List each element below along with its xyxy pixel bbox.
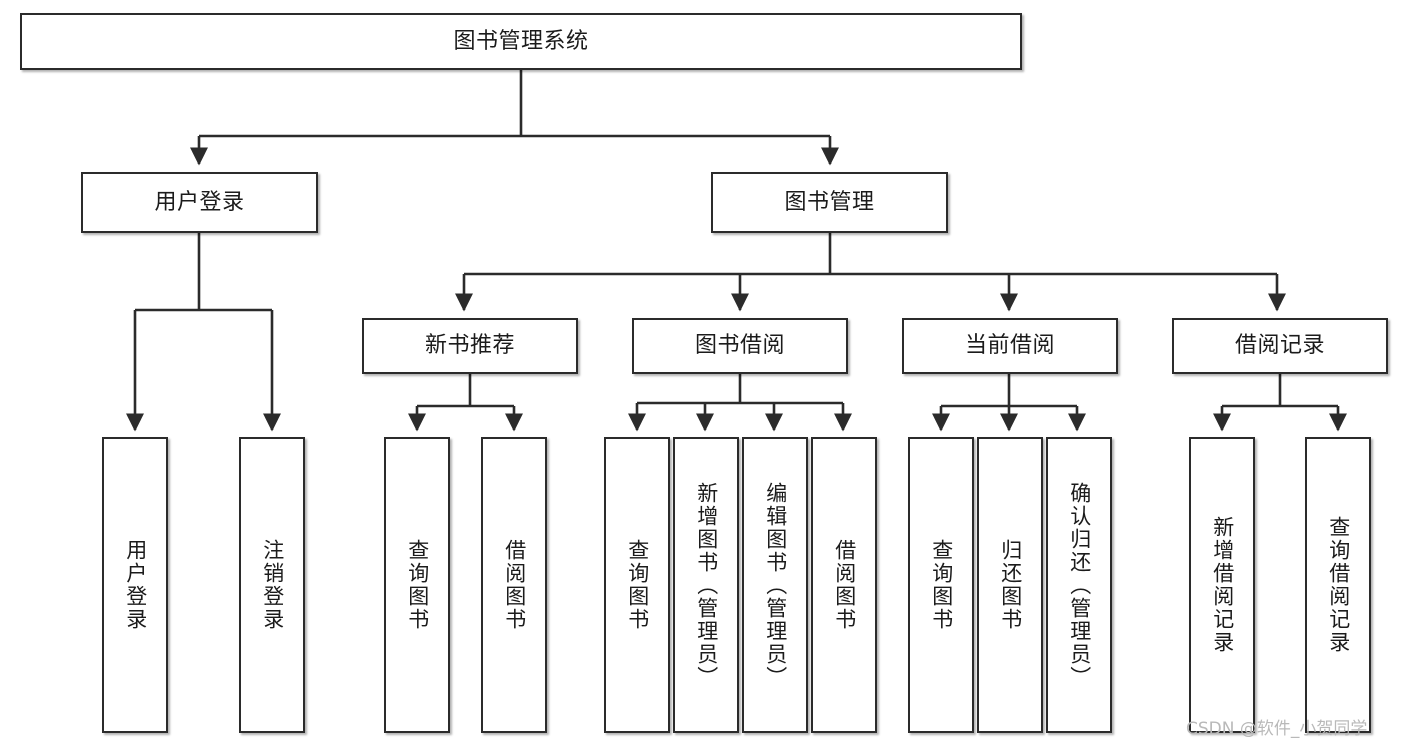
node-label: 图书借阅 (694, 333, 785, 359)
leaf-current-return-book[interactable]: 归还图书 (977, 437, 1043, 733)
node-label: 当前借阅 (964, 333, 1055, 359)
node-label: 新增借阅记录 (1210, 516, 1235, 654)
node-label: 借阅记录 (1234, 333, 1325, 359)
leaf-record-add-record[interactable]: 新增借阅记录 (1189, 437, 1255, 733)
node-label: 新增图书（管理员） (694, 481, 719, 689)
node-current-borrow[interactable]: 当前借阅 (902, 318, 1118, 374)
node-book-management[interactable]: 图书管理 (711, 172, 948, 233)
leaf-borrow-borrow-book[interactable]: 借阅图书 (811, 437, 877, 733)
node-label: 注销登录 (260, 539, 285, 631)
node-label: 查询图书 (405, 539, 430, 631)
leaf-user-login-signout[interactable]: 注销登录 (239, 437, 305, 733)
leaf-borrow-edit-book[interactable]: 编辑图书（管理员） (742, 437, 808, 733)
node-root-system[interactable]: 图书管理系统 (20, 13, 1022, 70)
node-label: 借阅图书 (832, 539, 857, 631)
leaf-borrow-query-book[interactable]: 查询图书 (604, 437, 670, 733)
node-label: 新书推荐 (424, 333, 515, 359)
leaf-recommend-borrow-book[interactable]: 借阅图书 (481, 437, 547, 733)
node-label: 查询图书 (929, 539, 954, 631)
node-new-book-recommend[interactable]: 新书推荐 (362, 318, 578, 374)
leaf-recommend-query-book[interactable]: 查询图书 (384, 437, 450, 733)
leaf-current-query-book[interactable]: 查询图书 (908, 437, 974, 733)
node-label: 图书管理 (784, 189, 875, 215)
node-label: 借阅图书 (502, 539, 527, 631)
leaf-current-confirm-return[interactable]: 确认归还（管理员） (1046, 437, 1112, 733)
node-label: 用户登录 (154, 189, 245, 215)
node-label: 编辑图书（管理员） (763, 481, 788, 689)
node-label: 归还图书 (998, 539, 1023, 631)
node-book-borrow[interactable]: 图书借阅 (632, 318, 848, 374)
leaf-user-login-signin[interactable]: 用户登录 (102, 437, 168, 733)
node-label: 用户登录 (123, 539, 148, 631)
node-label: 查询借阅记录 (1326, 516, 1351, 654)
node-label: 确认归还（管理员） (1067, 481, 1092, 689)
leaf-record-query-record[interactable]: 查询借阅记录 (1305, 437, 1371, 733)
node-label: 图书管理系统 (453, 28, 589, 54)
node-borrow-record[interactable]: 借阅记录 (1172, 318, 1388, 374)
leaf-borrow-add-book[interactable]: 新增图书（管理员） (673, 437, 739, 733)
node-user-login[interactable]: 用户登录 (81, 172, 318, 233)
node-label: 查询图书 (625, 539, 650, 631)
csdn-watermark: CSDN @软件_小贺同学 (1186, 719, 1368, 739)
